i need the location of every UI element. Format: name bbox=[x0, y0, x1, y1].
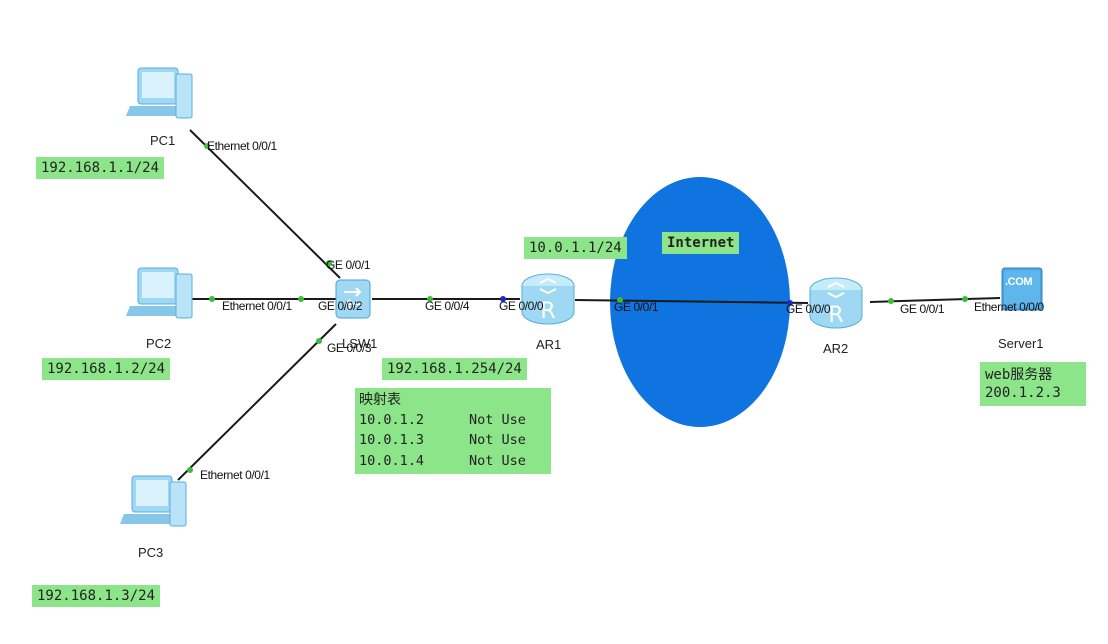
mapping-ip: 10.0.1.2 bbox=[359, 412, 425, 428]
port-dot bbox=[209, 296, 215, 302]
server1-label: Server1 bbox=[998, 336, 1044, 351]
pc1-ip-tag: 192.168.1.1/24 bbox=[36, 157, 165, 179]
ar1-port-ge001: GE 0/0/1 bbox=[614, 300, 659, 314]
mapping-status: Not Use bbox=[469, 432, 526, 448]
mapping-ip: 10.0.1.4 bbox=[359, 453, 425, 469]
link-ar1-ar2 bbox=[574, 299, 809, 304]
server1-info-tag: web服务器 200.1.2.3 bbox=[980, 362, 1086, 406]
port-dot bbox=[500, 296, 506, 302]
pc2-label: PC2 bbox=[146, 336, 172, 351]
server1-icon[interactable] bbox=[998, 264, 1048, 316]
pc2-computer-icon[interactable] bbox=[126, 266, 196, 328]
port-dot bbox=[298, 296, 304, 302]
link-pc3-lsw1 bbox=[177, 323, 337, 481]
internet-label: Internet bbox=[662, 232, 740, 254]
mapping-status: Not Use bbox=[469, 412, 526, 428]
mapping-table-row: 10.0.1.2 Not Use bbox=[359, 410, 526, 430]
lsw1-label: LSW1 bbox=[342, 336, 378, 351]
pc2-ip-tag: 192.168.1.2/24 bbox=[42, 358, 171, 380]
port-dot bbox=[888, 298, 894, 304]
ar1-lan-ip-tag: 192.168.1.254/24 bbox=[382, 358, 527, 380]
mapping-ip: 10.0.1.3 bbox=[359, 432, 425, 448]
ar1-router-icon[interactable]: R bbox=[518, 268, 578, 330]
ar2-router-icon[interactable]: R bbox=[806, 272, 866, 334]
port-dot bbox=[787, 300, 793, 306]
pc1-label: PC1 bbox=[150, 133, 176, 148]
lsw1-switch-icon[interactable] bbox=[334, 278, 374, 322]
pc3-port-label: Ethernet 0/0/1 bbox=[200, 468, 270, 482]
link-pc1-lsw1 bbox=[189, 129, 341, 279]
pc1-computer-icon[interactable] bbox=[126, 66, 196, 128]
svg-text:R: R bbox=[540, 299, 555, 324]
port-dot bbox=[204, 143, 210, 149]
mapping-table-row: 10.0.1.4 Not Use bbox=[359, 451, 526, 471]
svg-text:R: R bbox=[828, 303, 843, 328]
pc3-computer-icon[interactable] bbox=[120, 474, 190, 536]
port-dot bbox=[187, 467, 193, 473]
pc2-port-label: Ethernet 0/0/1 bbox=[222, 299, 292, 313]
mapping-table-row: 10.0.1.3 Not Use bbox=[359, 430, 526, 450]
lsw1-port-ge003: GE 0/0/3 bbox=[327, 341, 372, 355]
pc3-label: PC3 bbox=[138, 545, 164, 560]
port-dot bbox=[316, 338, 322, 344]
lsw1-port-ge004: GE 0/0/4 bbox=[425, 299, 470, 313]
mapping-table-title: 映射表 bbox=[359, 392, 401, 408]
port-dot bbox=[326, 260, 332, 266]
server1-badge: .COM bbox=[1005, 276, 1033, 288]
port-dot bbox=[617, 297, 623, 303]
pc3-ip-tag: 192.168.1.3/24 bbox=[32, 585, 161, 607]
ar1-wan-ip-tag: 10.0.1.1/24 bbox=[524, 237, 627, 259]
ar1-label: AR1 bbox=[536, 337, 562, 352]
server1-desc: web服务器 bbox=[985, 367, 1053, 383]
server1-port-label: Ethernet 0/0/0 bbox=[974, 300, 1044, 314]
mapping-status: Not Use bbox=[469, 453, 526, 469]
pc1-port-label: Ethernet 0/0/1 bbox=[207, 139, 277, 153]
ar2-port-ge000: GE 0/0/0 bbox=[786, 302, 831, 316]
ar1-port-ge000: GE 0/0/0 bbox=[499, 299, 544, 313]
lsw1-port-ge002: GE 0/0/2 bbox=[318, 299, 363, 313]
ar2-port-ge001: GE 0/0/1 bbox=[900, 302, 945, 316]
ar2-label: AR2 bbox=[823, 341, 849, 356]
lsw1-port-ge001: GE 0/0/1 bbox=[326, 258, 371, 272]
port-dot bbox=[427, 296, 433, 302]
port-dot bbox=[962, 296, 968, 302]
server1-ip: 200.1.2.3 bbox=[985, 385, 1061, 401]
